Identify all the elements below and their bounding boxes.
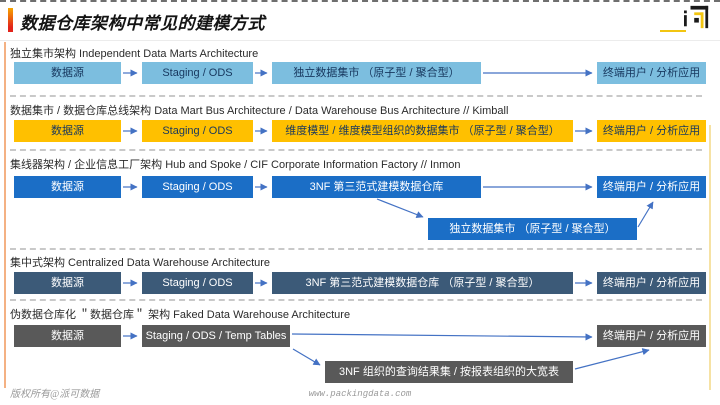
node-s2-staging-ods: Staging / ODS — [142, 120, 253, 142]
node-s2-dimensional-marts: 维度模型 / 维度模型组织的数据集市 （原子型 / 聚合型） — [272, 120, 573, 142]
arrow-line — [574, 348, 650, 370]
title-accent-bar — [8, 8, 13, 32]
node-s5-query-result-wide-table: 3NF 组织的查询结果集 / 按报表组织的大宽表 — [325, 361, 573, 383]
node-s2-end-users: 终端用户 / 分析应用 — [597, 120, 706, 142]
heading-hub-and-spoke-inmon: 集线器架构 / 企业信息工厂架构 Hub and Spoke / CIF Cor… — [10, 159, 461, 171]
node-s5-datasource: 数据源 — [14, 325, 121, 347]
node-s4-end-users: 终端用户 / 分析应用 — [597, 272, 706, 294]
node-s3-staging-ods: Staging / ODS — [142, 176, 253, 198]
content-top-rule — [0, 40, 720, 41]
node-s5-end-users: 终端用户 / 分析应用 — [597, 325, 706, 347]
node-s3-datasource: 数据源 — [14, 176, 121, 198]
right-vertical-rule — [709, 125, 711, 390]
arrow-line — [291, 333, 593, 341]
node-s4-3nf-warehouse: 3NF 第三范式建模数据仓库 （原子型 / 聚合型） — [272, 272, 573, 294]
heading-faked-warehouse: 伪数据仓库化 ＂数据仓库＂ 架构 Faked Data Warehouse Ar… — [10, 309, 351, 321]
node-s3-end-users: 终端用户 / 分析应用 — [597, 176, 706, 198]
node-s1-independent-marts: 独立数据集市 （原子型 / 聚合型） — [272, 62, 481, 84]
arrow-line — [376, 198, 424, 218]
node-s4-staging-ods: Staging / ODS — [142, 272, 253, 294]
left-vertical-rule — [4, 42, 6, 388]
heading-centralized-warehouse: 集中式架构 Centralized Data Warehouse Archite… — [10, 257, 271, 269]
heading-independent-data-marts: 独立集市架构 Independent Data Marts Architectu… — [10, 48, 259, 60]
section-divider — [10, 248, 702, 250]
website-watermark: www.packingdata.com — [308, 389, 412, 399]
node-s2-datasource: 数据源 — [14, 120, 121, 142]
node-s1-staging-ods: Staging / ODS — [142, 62, 253, 84]
logo-underline — [660, 30, 686, 32]
top-dashed-rule — [0, 0, 720, 2]
arrow-line — [637, 201, 654, 228]
packingdata-logo-icon — [684, 5, 709, 29]
node-s1-end-users: 终端用户 / 分析应用 — [597, 62, 706, 84]
node-s4-datasource: 数据源 — [14, 272, 121, 294]
node-s3-3nf-warehouse: 3NF 第三范式建模数据仓库 — [272, 176, 481, 198]
arrow-line — [292, 348, 321, 366]
node-s1-datasource: 数据源 — [14, 62, 121, 84]
section-divider — [10, 149, 702, 151]
heading-bus-architecture-kimball: 数据集市 / 数据仓库总线架构 Data Mart Bus Architectu… — [10, 105, 509, 117]
section-divider — [10, 299, 702, 301]
section-divider — [10, 95, 702, 97]
copyright-watermark: 版权所有@派可数据 — [10, 389, 100, 400]
node-s3-dependent-marts: 独立数据集市 （原子型 / 聚合型） — [428, 218, 637, 240]
page-title: 数据仓库架构中常见的建模方式 — [20, 14, 265, 33]
node-s5-staging-temp-tables: Staging / ODS / Temp Tables — [142, 325, 290, 347]
